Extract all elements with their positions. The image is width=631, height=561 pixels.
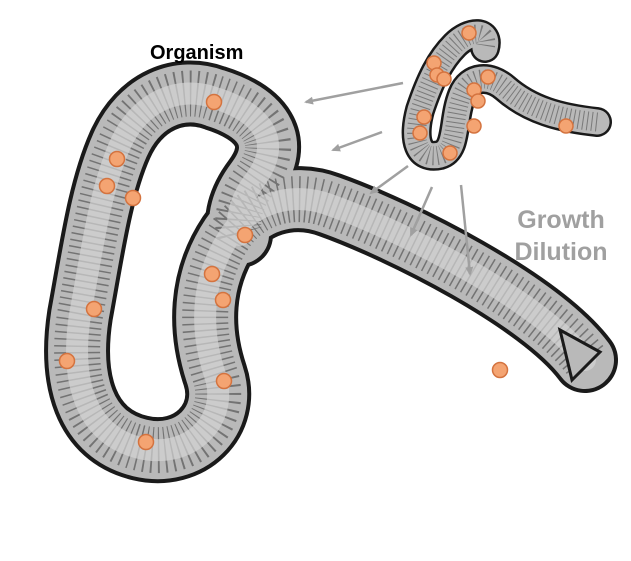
particle: [480, 69, 496, 85]
organism-label: Organism: [150, 42, 244, 64]
particle: [214, 291, 232, 309]
particle: [442, 145, 458, 161]
particle: [58, 352, 76, 370]
growth-arrows: [304, 81, 474, 276]
particle: [205, 93, 223, 111]
particle: [203, 265, 221, 283]
particle: [461, 25, 477, 41]
particle: [436, 71, 452, 87]
particle: [98, 177, 116, 195]
particle: [236, 226, 254, 244]
large-organism-tail-tip: [557, 327, 603, 383]
particle: [412, 125, 428, 141]
large-organism-particles: [58, 93, 509, 451]
particle: [491, 361, 509, 379]
particle: [108, 150, 126, 168]
small-organism-texture: [407, 24, 599, 166]
growth-arrow: [304, 81, 404, 105]
growth-dilution-label: Growth Dilution: [496, 204, 626, 268]
particle: [466, 118, 482, 134]
particle: [215, 372, 233, 390]
growth-arrow: [409, 186, 434, 237]
particle: [85, 300, 103, 318]
growth-arrow: [331, 130, 383, 152]
small-organism-particles: [412, 25, 574, 161]
particle: [124, 189, 142, 207]
particle: [470, 93, 486, 109]
dilution-label-line: Dilution: [514, 238, 608, 266]
growth-label-line: Growth: [517, 206, 605, 234]
particle: [416, 109, 432, 125]
growth-arrow: [369, 164, 409, 195]
large-organism: [44, 60, 618, 484]
growth-arrow: [459, 184, 474, 276]
particle: [137, 433, 155, 451]
particle: [558, 118, 574, 134]
small-organism: [401, 19, 612, 171]
large-organism-texture-inner: [66, 82, 596, 462]
